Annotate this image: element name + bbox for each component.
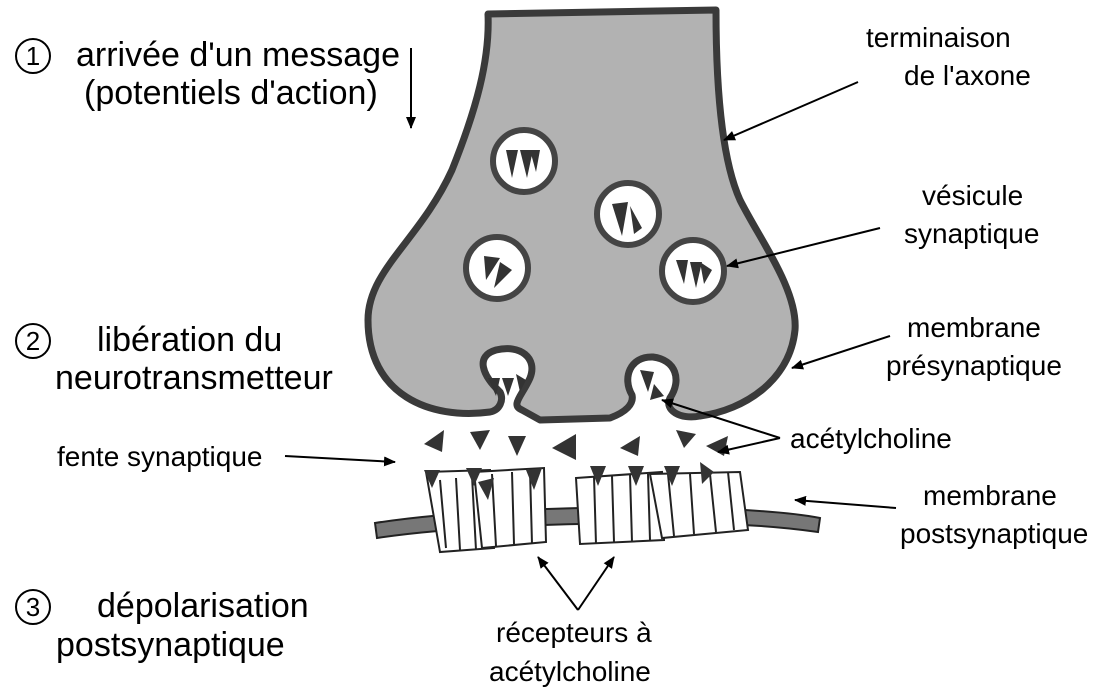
- receptor-arrow-2: [578, 557, 614, 610]
- vesicle-3: [466, 237, 528, 299]
- vesicle-2: [597, 183, 659, 245]
- step-1-title: arrivée d'un message: [76, 38, 400, 72]
- postsynaptic-membrane-label-line2: postsynaptique: [900, 520, 1088, 548]
- step-1-subtitle: (potentiels d'action): [84, 76, 378, 110]
- postsynaptic-membrane-label-line1: membrane: [923, 482, 1057, 510]
- step-3-number: 3: [15, 589, 51, 625]
- step-2-subtitle: neurotransmetteur: [55, 361, 333, 395]
- acetylcholine-label: acétylcholine: [790, 425, 952, 453]
- vesicle-label-line1: vésicule: [922, 182, 1023, 210]
- postsynaptic-membrane-arrow: [795, 500, 896, 508]
- receptors-label-line1: récepteurs à: [496, 619, 652, 647]
- step-3-title: dépolarisation: [97, 589, 309, 623]
- step-2-number: 2: [15, 323, 51, 359]
- receptor-4: [650, 472, 748, 538]
- step-2-title: libération du: [97, 323, 282, 357]
- vesicle-4: [662, 240, 724, 302]
- receptors-label-line2: acétylcholine: [489, 658, 651, 686]
- step-3-subtitle: postsynaptique: [56, 628, 285, 662]
- presynaptic-membrane-label-line2: présynaptique: [886, 352, 1062, 380]
- vesicle-label-line2: synaptique: [904, 220, 1039, 248]
- presynaptic-membrane-label-line1: membrane: [907, 314, 1041, 342]
- acetylcholine-arrow-2: [718, 438, 780, 452]
- axon-terminal-label-line1: terminaison: [866, 24, 1011, 52]
- synaptic-cleft-arrow: [285, 456, 395, 462]
- axon-terminal-label-line2: de l'axone: [904, 62, 1031, 90]
- vesicle-1: [493, 130, 555, 192]
- receptor-arrow-1: [538, 557, 578, 610]
- presynaptic-membrane-arrow: [792, 336, 890, 368]
- step-1-number: 1: [15, 38, 51, 74]
- axon-terminal: [368, 10, 795, 420]
- axon-terminal-arrow: [724, 82, 858, 140]
- synaptic-cleft-label: fente synaptique: [57, 443, 263, 471]
